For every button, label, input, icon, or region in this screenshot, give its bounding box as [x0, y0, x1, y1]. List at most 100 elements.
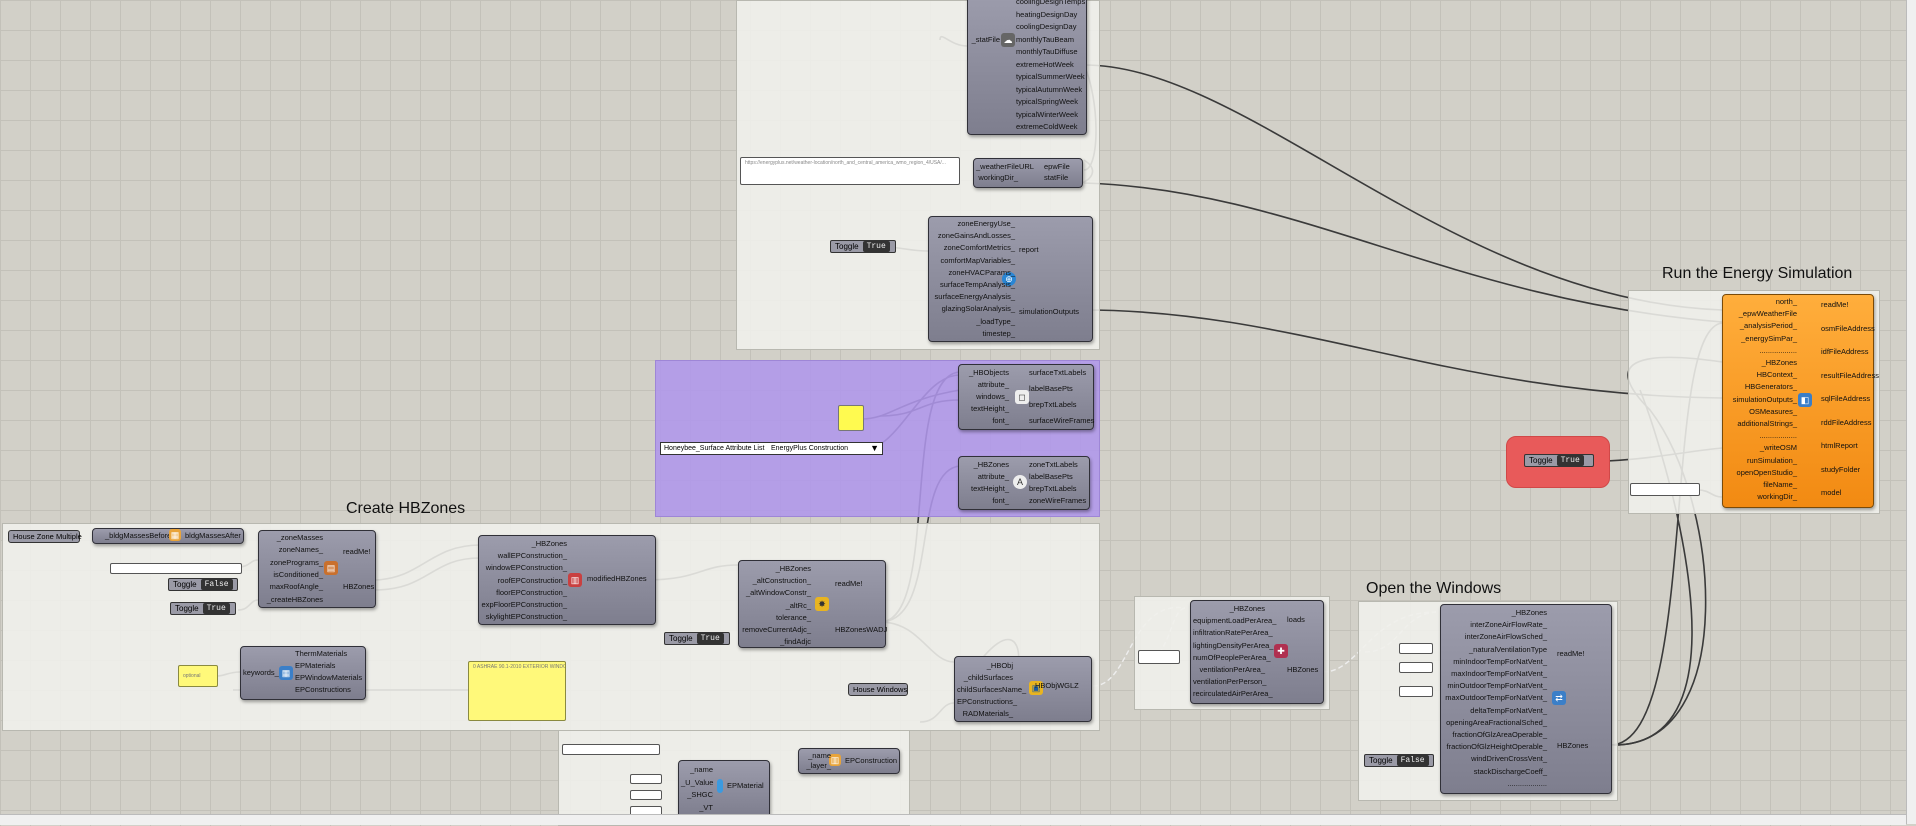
toggle-value[interactable]: False [1396, 755, 1429, 766]
component-input[interactable]: textHeight_ [971, 404, 1009, 413]
component-input[interactable]: surfaceTempAnalysis_ [939, 280, 1015, 289]
component-input[interactable]: maxIndoorTempForNatVent_ [1451, 669, 1547, 678]
component-input[interactable]: _VT [699, 802, 713, 812]
component-output[interactable]: HBObjWGLZ [1035, 681, 1079, 690]
component-input[interactable]: maxRoofAngle_ [269, 582, 323, 592]
component-output[interactable]: extremeHotWeek [1016, 59, 1074, 69]
component-input[interactable]: attribute_ [977, 472, 1009, 481]
component-input[interactable]: fractionOfGlzAreaOperable_ [1452, 730, 1547, 739]
component-input[interactable]: interZoneAirFlowSched_ [1464, 632, 1547, 642]
component-output[interactable]: epwFile [1044, 162, 1070, 171]
component-input[interactable]: _HBObjects [968, 368, 1009, 377]
component-input[interactable]: ventilationPerArea_ [1199, 665, 1265, 674]
toggle-value[interactable]: True [202, 603, 230, 614]
nv-panel-3[interactable] [1399, 686, 1433, 697]
component-output[interactable]: coolingDesignDay [1016, 22, 1077, 31]
component-input[interactable]: _HBZones [1511, 608, 1547, 617]
material-panel-2[interactable] [630, 790, 662, 800]
component-output[interactable]: EPMaterials [295, 661, 336, 670]
component-output[interactable]: resultFileAddress [1821, 370, 1879, 380]
vertical-scrollbar[interactable] [1906, 0, 1916, 824]
component-input[interactable]: textHeight_ [971, 484, 1009, 493]
component-input[interactable]: childSurfacesName_ [957, 685, 1027, 694]
component-input[interactable]: font_ [992, 496, 1009, 505]
component-output[interactable]: report [1019, 245, 1039, 254]
toggle-value[interactable]: False [200, 579, 233, 590]
component-input[interactable]: deltaTempForNatVent_ [1470, 705, 1547, 715]
component-input[interactable]: comfortMapVariables_ [940, 255, 1015, 265]
component-input[interactable]: _altRc_ [785, 600, 811, 610]
component-input[interactable]: minIndoorTempForNatVent_ [1453, 656, 1547, 666]
component-input[interactable]: equipmentLoadPerArea_ [1193, 616, 1277, 626]
sim-outputs-component[interactable]: ⊕ zoneEnergyUse_zoneGainsAndLosses_zoneC… [928, 216, 1093, 342]
stat-input[interactable]: _statFile [971, 35, 1000, 44]
component-input[interactable]: floorEPConstruction_ [496, 587, 567, 597]
component-input[interactable]: zoneHVACParams_ [948, 267, 1015, 277]
component-input[interactable]: _analysisPeriod_ [1739, 321, 1797, 331]
masses2zones-component[interactable]: _bldgMassesBefore ▦ bldgMassesAfter [92, 528, 244, 544]
zone-program-panel[interactable] [110, 563, 242, 574]
component-input[interactable]: additionalStrings_ [1737, 419, 1797, 428]
loads-panel[interactable] [1138, 650, 1180, 664]
toggle-value[interactable]: True [1556, 455, 1584, 466]
component-output[interactable]: model [1821, 488, 1842, 497]
component-output[interactable]: heatingDesignDay [1016, 9, 1078, 19]
component-input[interactable]: isConditioned_ [273, 569, 323, 579]
component-output[interactable]: loads [1287, 615, 1305, 624]
component-input[interactable]: _writeOSM [1759, 443, 1797, 453]
component-output[interactable]: idfFileAddress [1821, 347, 1869, 356]
component-input[interactable]: windows_ [976, 392, 1009, 401]
component-output[interactable]: brepTxtLabels [1029, 484, 1077, 493]
component-input[interactable]: zonePrograms_ [270, 557, 323, 567]
component-output[interactable]: HBZones [1287, 665, 1319, 674]
component-input[interactable]: workingDir_ [978, 173, 1018, 182]
component-output[interactable]: statFile [1044, 173, 1069, 182]
component-input[interactable]: _createHBZones [266, 594, 323, 604]
component-input[interactable]: timestep_ [982, 328, 1015, 338]
component-input[interactable]: runSimulation_ [1746, 455, 1797, 465]
component-input[interactable]: _loadType_ [976, 316, 1015, 326]
run-panel[interactable] [1630, 483, 1700, 496]
component-input[interactable]: _naturalVentilationType [1469, 644, 1547, 654]
component-output[interactable]: modifiedHBZones [587, 574, 647, 583]
component-input[interactable]: _HBZones [1761, 358, 1797, 367]
component-output[interactable]: readMe! [835, 579, 863, 588]
component-input[interactable]: EPConstructions_ [957, 697, 1018, 706]
construction-panel[interactable]: 0 ASHRAE 90.1-2010 EXTERIOR WINDOW ... [468, 661, 566, 721]
component-input[interactable]: glazingSolarAnalysis_ [941, 304, 1015, 314]
component-input[interactable]: font_ [992, 416, 1009, 425]
component-input[interactable]: zoneComfortMetrics_ [943, 243, 1015, 253]
component-input[interactable]: .................. [1759, 345, 1797, 355]
component-output[interactable]: brepTxtLabels [1029, 400, 1077, 409]
component-input[interactable]: _HBZones [1229, 604, 1265, 613]
component-input[interactable]: tolerance_ [775, 612, 811, 622]
component-output[interactable]: coolingDesignTemps [1016, 0, 1086, 6]
component-output[interactable]: HBZones [343, 582, 375, 591]
component-output[interactable]: typicalSummerWeek [1016, 72, 1085, 81]
component-input[interactable]: stackDischargeCoeff_ [1473, 766, 1547, 776]
component-output[interactable]: ThermMaterials [295, 649, 348, 658]
component-output[interactable]: surfaceTxtLabels [1029, 368, 1087, 377]
component-input[interactable]: _findAdjc [780, 637, 811, 647]
component-output[interactable]: labelBasePts [1029, 384, 1073, 393]
component-input[interactable]: wallEPConstruction_ [497, 551, 567, 561]
component-input[interactable]: _zoneMasses [276, 533, 323, 542]
component-input[interactable]: _HBZones [531, 539, 567, 548]
component-input[interactable]: _layer_ [806, 761, 831, 770]
component-input[interactable]: surfaceEnergyAnalysis_ [934, 292, 1015, 302]
component-input[interactable]: skylightEPConstruction_ [485, 612, 567, 622]
component-output[interactable]: monthlyTauDiffuse [1016, 47, 1078, 56]
component-output[interactable]: osmFileAddress [1821, 323, 1875, 333]
toggle-value[interactable]: True [862, 241, 890, 252]
input-keywords[interactable]: keywords_ [243, 668, 279, 677]
component-input[interactable]: _SHGC [687, 790, 713, 799]
construction-name-panel[interactable] [562, 744, 660, 755]
component-output[interactable]: studyFolder [1821, 464, 1861, 474]
